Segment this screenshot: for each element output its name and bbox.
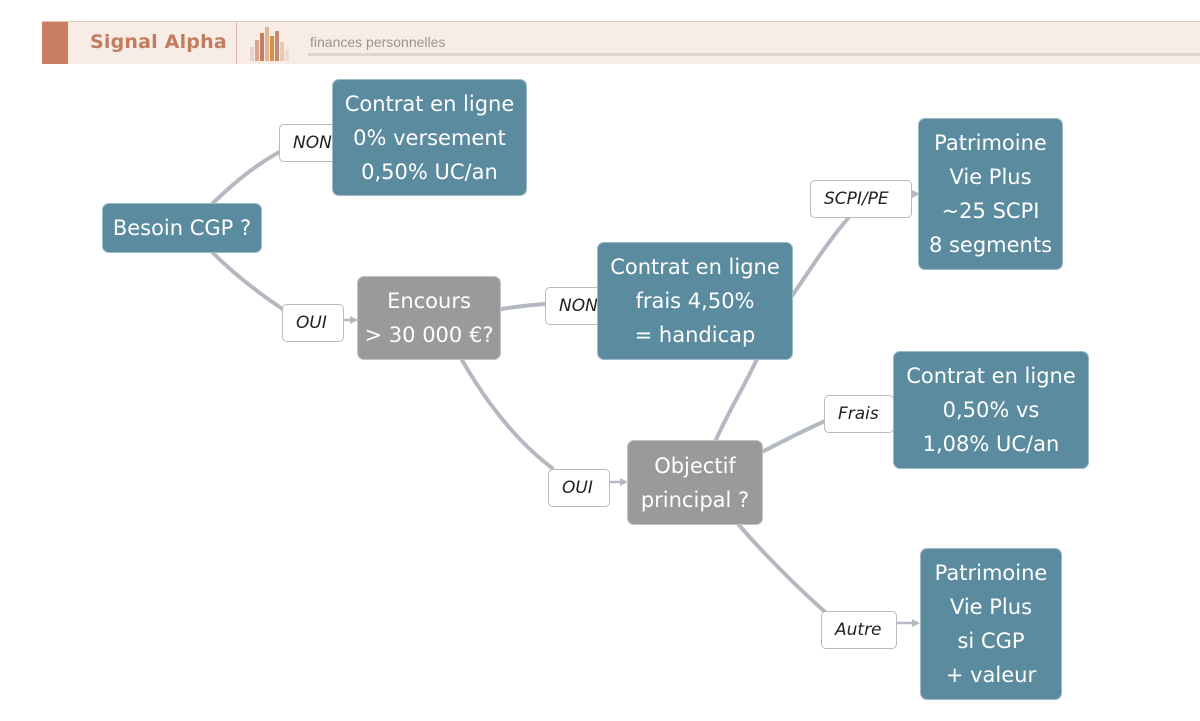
edge-contrat-frais-to-scpi xyxy=(790,214,852,298)
edge-encours-to-non xyxy=(499,302,547,311)
bar-chart-logo-icon xyxy=(250,27,289,61)
node-contrat-en-ligne-vs[interactable]: Contrat en ligne 0,50% vs 1,08% UC/an xyxy=(893,351,1089,469)
label-frais: Frais xyxy=(824,395,894,433)
edge-besoin-to-oui xyxy=(211,251,286,312)
edge-encours-to-oui xyxy=(460,358,554,470)
header-subtitle: finances personnelles xyxy=(310,34,446,50)
header-divider xyxy=(236,22,237,64)
label-autre: Autre xyxy=(821,611,897,649)
node-patrimoine-vie-plus-cgp[interactable]: Patrimoine Vie Plus si CGP + valeur xyxy=(920,548,1062,700)
node-objectif-principal[interactable]: Objectif principal ? xyxy=(627,440,763,525)
edge-objectif-to-contrat-frais xyxy=(713,357,759,444)
label-scpi-pe: SCPI/PE xyxy=(810,180,912,218)
edge-besoin-to-non xyxy=(211,148,285,205)
edge-objectif-to-frais xyxy=(760,419,827,454)
header-accent-block xyxy=(42,22,68,64)
label-oui-encours: OUI xyxy=(548,469,610,507)
header-underline xyxy=(308,53,1200,56)
brand-title[interactable]: Signal Alpha xyxy=(90,31,227,53)
label-oui-besoin: OUI xyxy=(282,304,344,342)
node-encours[interactable]: Encours > 30 000 €? xyxy=(357,276,501,360)
node-contrat-en-ligne-0-versement[interactable]: Contrat en ligne 0% versement 0,50% UC/a… xyxy=(332,79,527,196)
label-non-encours: NON xyxy=(545,287,603,325)
node-besoin-cgp[interactable]: Besoin CGP ? xyxy=(102,203,262,253)
node-contrat-en-ligne-frais[interactable]: Contrat en ligne frais 4,50% = handicap xyxy=(597,242,793,360)
node-patrimoine-vie-plus-scpi[interactable]: Patrimoine Vie Plus ~25 SCPI 8 segments xyxy=(918,118,1063,270)
edge-objectif-to-autre xyxy=(736,522,827,614)
app-header: Signal Alpha finances personnelles xyxy=(42,21,1200,64)
label-non-besoin: NON xyxy=(279,124,337,162)
